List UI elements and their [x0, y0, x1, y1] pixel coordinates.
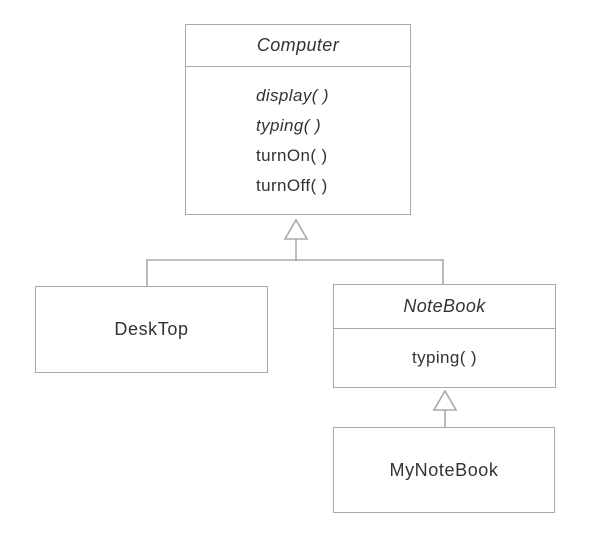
class-box-notebook: NoteBook typing( ) [333, 284, 556, 388]
method-display: display( ) [256, 85, 329, 105]
class-box-mynotebook: MyNoteBook [333, 427, 555, 513]
hollow-triangle-arrowhead [283, 218, 309, 240]
methods-compartment-computer: display( ) typing( ) turnOn( ) turnOff( … [186, 67, 410, 214]
class-box-computer: Computer display( ) typing( ) turnOn( ) … [185, 24, 411, 215]
hollow-triangle-arrowhead [432, 389, 458, 411]
class-name-notebook: NoteBook [403, 296, 486, 316]
methods-compartment-notebook: typing( ) [334, 329, 555, 387]
method-typing: typing( ) [256, 115, 322, 135]
class-name-desktop: DeskTop [114, 319, 189, 339]
generalization-to-computer [146, 218, 444, 287]
class-box-desktop: DeskTop [35, 286, 268, 373]
method-turnon: turnOn( ) [256, 145, 328, 165]
method-typing: typing( ) [411, 348, 477, 367]
class-name-mynotebook: MyNoteBook [389, 459, 499, 480]
method-turnoff: turnOff( ) [256, 175, 328, 195]
generalization-mynotebook-to-notebook [432, 389, 458, 428]
compartment-divider [186, 66, 410, 67]
compartment-divider [334, 328, 555, 329]
class-name-computer: Computer [256, 35, 340, 55]
